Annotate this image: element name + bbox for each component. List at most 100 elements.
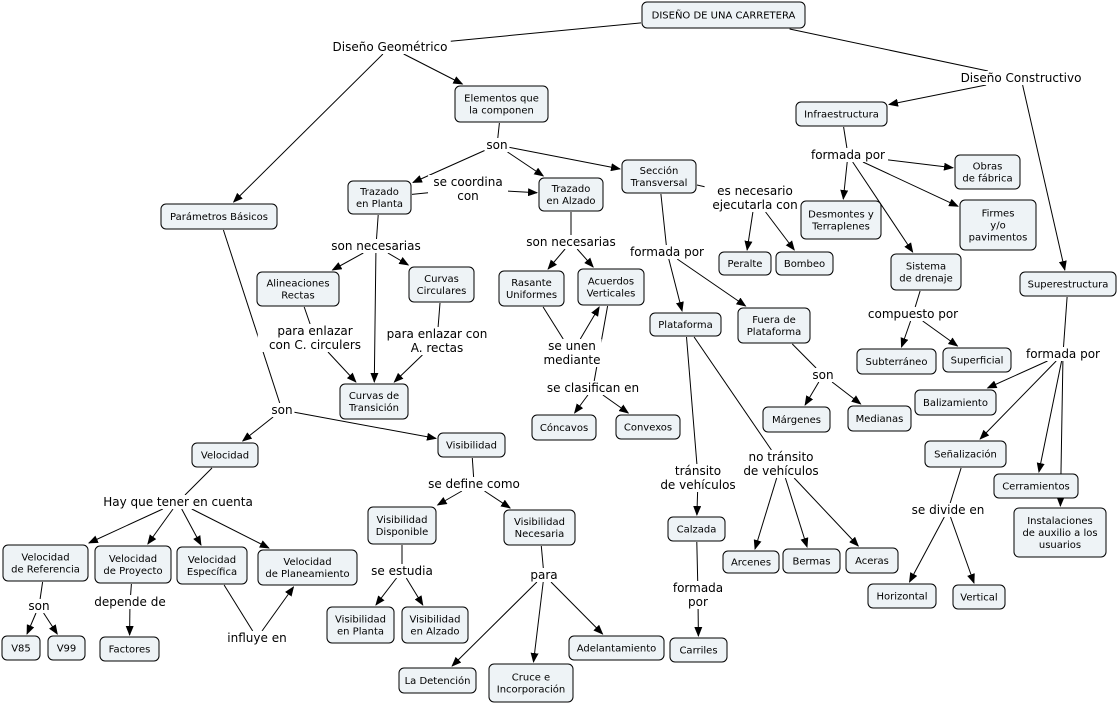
link-l_no_transito-to-aceras [793,477,859,547]
concept-carriles[interactable]: Carriles [669,637,728,663]
concept-peralte[interactable]: Peralte [718,251,772,276]
concept-superestructura[interactable]: Superestructura [1019,271,1117,297]
concept-concavos[interactable]: Cóncavos [531,414,597,441]
concept-adelantamiento[interactable]: Adelantamiento [568,635,665,661]
concept-bermas[interactable]: Bermas [782,548,841,574]
concept-aceras[interactable]: Aceras [845,547,899,574]
link-label-define: se define como [423,477,525,491]
concept-senalizacion[interactable]: Señalización [924,440,1007,468]
concept-calzada[interactable]: Calzada [667,516,726,542]
link-label-background [269,403,295,417]
link-l_para-to-adelantamiento [550,581,604,635]
concept-medianas[interactable]: Medianas [847,405,912,432]
link-label-son-param: son [269,403,295,417]
concept-detencion[interactable]: La Detención [398,667,477,694]
link-label-constructivo: Diseño Constructivo [953,71,1089,85]
link-label-divide: se divide en [904,503,992,517]
concept-text: Velocidad [188,555,236,566]
link-l_formada_super-to-balizamiento [986,360,1048,389]
link-infra-to-l_formada_infra [843,126,848,149]
concept-box [795,101,888,127]
link-label-son-fuera: son [810,368,836,382]
link-label-background [93,595,167,609]
concept-box [1,635,41,661]
link-l_compuesto-to-superficial [922,320,959,347]
link-l_compuesto-to-subterraneo [900,320,912,348]
concept-diseno[interactable]: DISEÑO DE UNA CARRETERA [641,1,806,29]
concept-velocidad[interactable]: Velocidad [191,442,259,468]
link-vel_especifica-to-l_influye [223,584,254,632]
link-l_hay_que-to-vel_proyecto [147,508,174,545]
concept-balizamiento[interactable]: Balizamiento [914,389,997,416]
concept-plataforma[interactable]: Plataforma [649,312,722,337]
concept-infra[interactable]: Infraestructura [795,101,888,127]
concept-cerramientos[interactable]: Cerramientos [993,473,1079,499]
concept-text: Firmes [982,208,1015,219]
link-label-text: son [28,599,49,613]
concept-convexos[interactable]: Convexos [615,414,681,440]
link-label-background [484,138,510,152]
link-label-hay-que: Hay que tener en cuenta [96,495,260,509]
concept-vertical[interactable]: Vertical [952,584,1006,610]
concept-text: Trazado [551,184,591,195]
concept-v85[interactable]: V85 [1,635,41,661]
concept-v99[interactable]: V99 [47,635,86,661]
link-l_transito-to-calzada [693,491,702,516]
concept-bombeo[interactable]: Bombeo [775,251,834,276]
concept-text: Verticales [587,288,636,299]
concept-visibilidad[interactable]: Visibilidad [437,432,506,458]
concept-horizontal[interactable]: Horizontal [867,583,937,609]
concept-text: Subterráneo [866,356,928,368]
concept-parametros[interactable]: Parámetros Básicos [160,203,278,230]
link-alineaciones-to-l_enlazar_circ [303,306,311,325]
concept-text: Arcenes [731,557,771,568]
concept-box [99,636,160,662]
link-vel_proyecto-to-l_depende [130,583,132,596]
concept-box [538,177,604,212]
concept-factores[interactable]: Factores [99,636,160,662]
concept-text: de Planeamiento [265,569,349,580]
concept-arcenes[interactable]: Arcenes [722,550,780,574]
link-l_es_necesario-to-bombeo [765,211,795,251]
concept-superficial[interactable]: Superficial [942,347,1012,373]
link-l_clasifican-to-convexos [602,394,630,414]
concept-margenes[interactable]: Márgenes [762,406,831,433]
link-l_hay_que-to-vel_especifica [181,508,202,546]
concept-subterraneo[interactable]: Subterráneo [856,348,937,375]
concept-box [531,414,597,441]
link-label-text: formada por [630,245,704,259]
link-label-geometrico: Diseño Geométrico [329,40,451,54]
link-label-text: Hay que tener en cuenta [103,495,253,509]
link-l_formada_infra-to-desmontes [840,161,849,200]
link-label-text: se divide en [912,503,985,517]
link-l_geometrico-to-elementos [403,53,464,85]
concept-text: Obras [973,161,1003,172]
